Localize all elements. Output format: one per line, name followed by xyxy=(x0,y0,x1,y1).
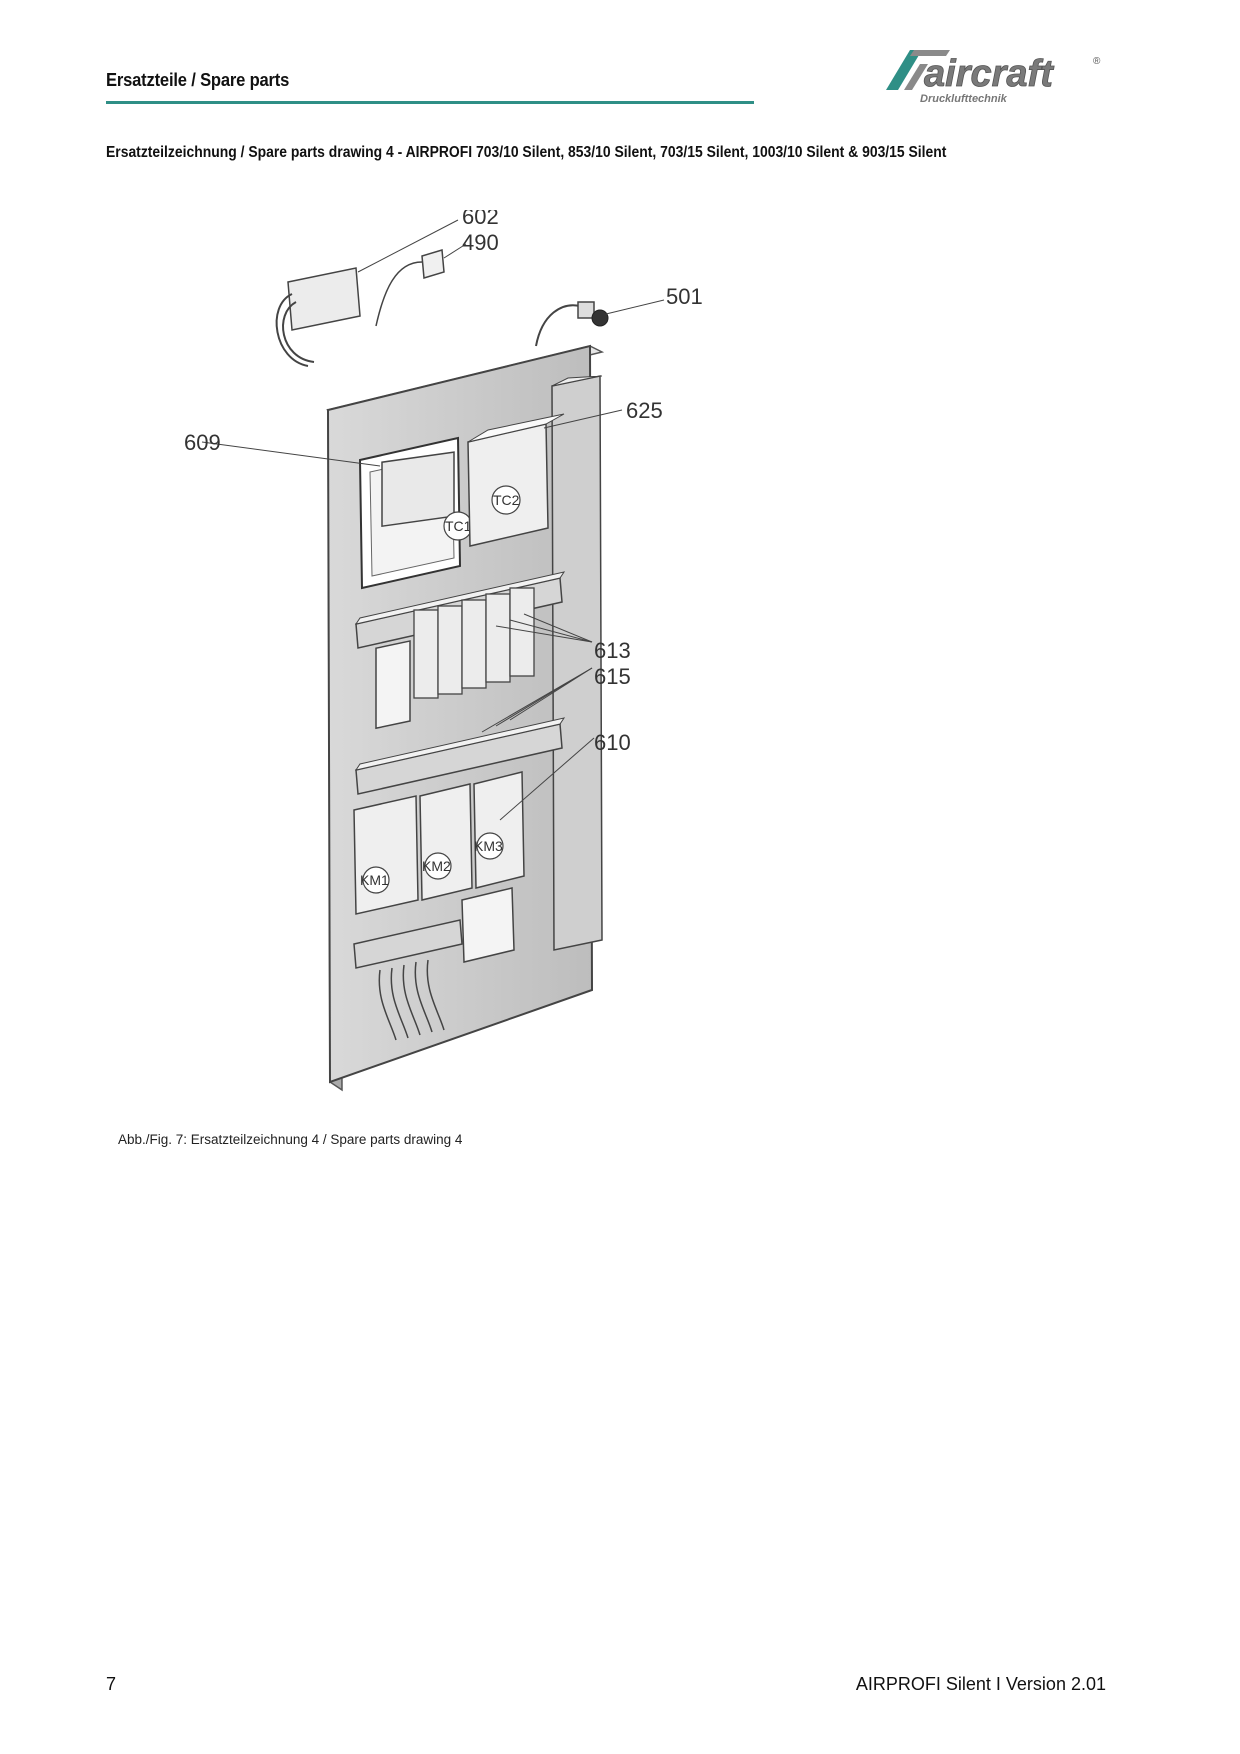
leader-lines xyxy=(201,219,665,821)
contactor-km1: KM1 xyxy=(353,795,419,915)
connector-block xyxy=(421,249,445,279)
callout-490: 490 xyxy=(462,230,499,255)
callout-609: 609 xyxy=(184,430,221,455)
callout-501: 501 xyxy=(666,284,703,309)
figure-caption: Abb./Fig. 7: Ersatzteilzeichnung 4 / Spa… xyxy=(118,1132,463,1147)
bottom-wiring xyxy=(378,959,445,1041)
logo-tagline: Drucklufttechnik xyxy=(920,93,1008,105)
callout-613: 613 xyxy=(594,638,631,663)
contactor-km2: KM2 xyxy=(419,783,473,901)
label-tc1: TC1 xyxy=(445,518,472,534)
push-button xyxy=(535,301,609,347)
overload-relay xyxy=(461,887,515,963)
label-km2: KM2 xyxy=(422,858,451,874)
horizontal-cable-duct-2 xyxy=(354,717,566,795)
logo-brand: aircraft xyxy=(924,53,1054,95)
fuse-block xyxy=(375,587,535,730)
callout-615: 615 xyxy=(594,664,631,689)
transformer-tc1: TC1 xyxy=(358,436,473,590)
label-tc2: TC2 xyxy=(493,492,520,508)
logo-mark-icon xyxy=(886,50,950,90)
aircraft-logo: aircraft ® Drucklufttechnik xyxy=(886,50,1101,105)
drawing-title: Ersatzteilzeichnung / Spare parts drawin… xyxy=(106,144,947,161)
horizontal-cable-duct-3 xyxy=(353,919,463,969)
callout-625: 625 xyxy=(626,398,663,423)
page-number: 7 xyxy=(106,1674,117,1694)
callout-602: 602 xyxy=(462,210,499,229)
spare-parts-drawing: TC1 TC2 KM1 KM2 KM3 xyxy=(184,210,703,1092)
logo-registered: ® xyxy=(1093,56,1101,67)
vertical-cable-duct xyxy=(551,375,603,951)
transformer-tc2: TC2 xyxy=(467,413,565,547)
contactor-km3: KM3 xyxy=(473,771,525,889)
label-km3: KM3 xyxy=(474,838,503,854)
label-km1: KM1 xyxy=(360,872,389,888)
page-header-title: Ersatzteile / Spare parts xyxy=(106,70,290,90)
control-board xyxy=(275,261,423,367)
footer-version: AIRPROFI Silent I Version 2.01 xyxy=(855,1674,1106,1694)
callout-610: 610 xyxy=(594,730,631,755)
header-rule xyxy=(106,101,754,104)
